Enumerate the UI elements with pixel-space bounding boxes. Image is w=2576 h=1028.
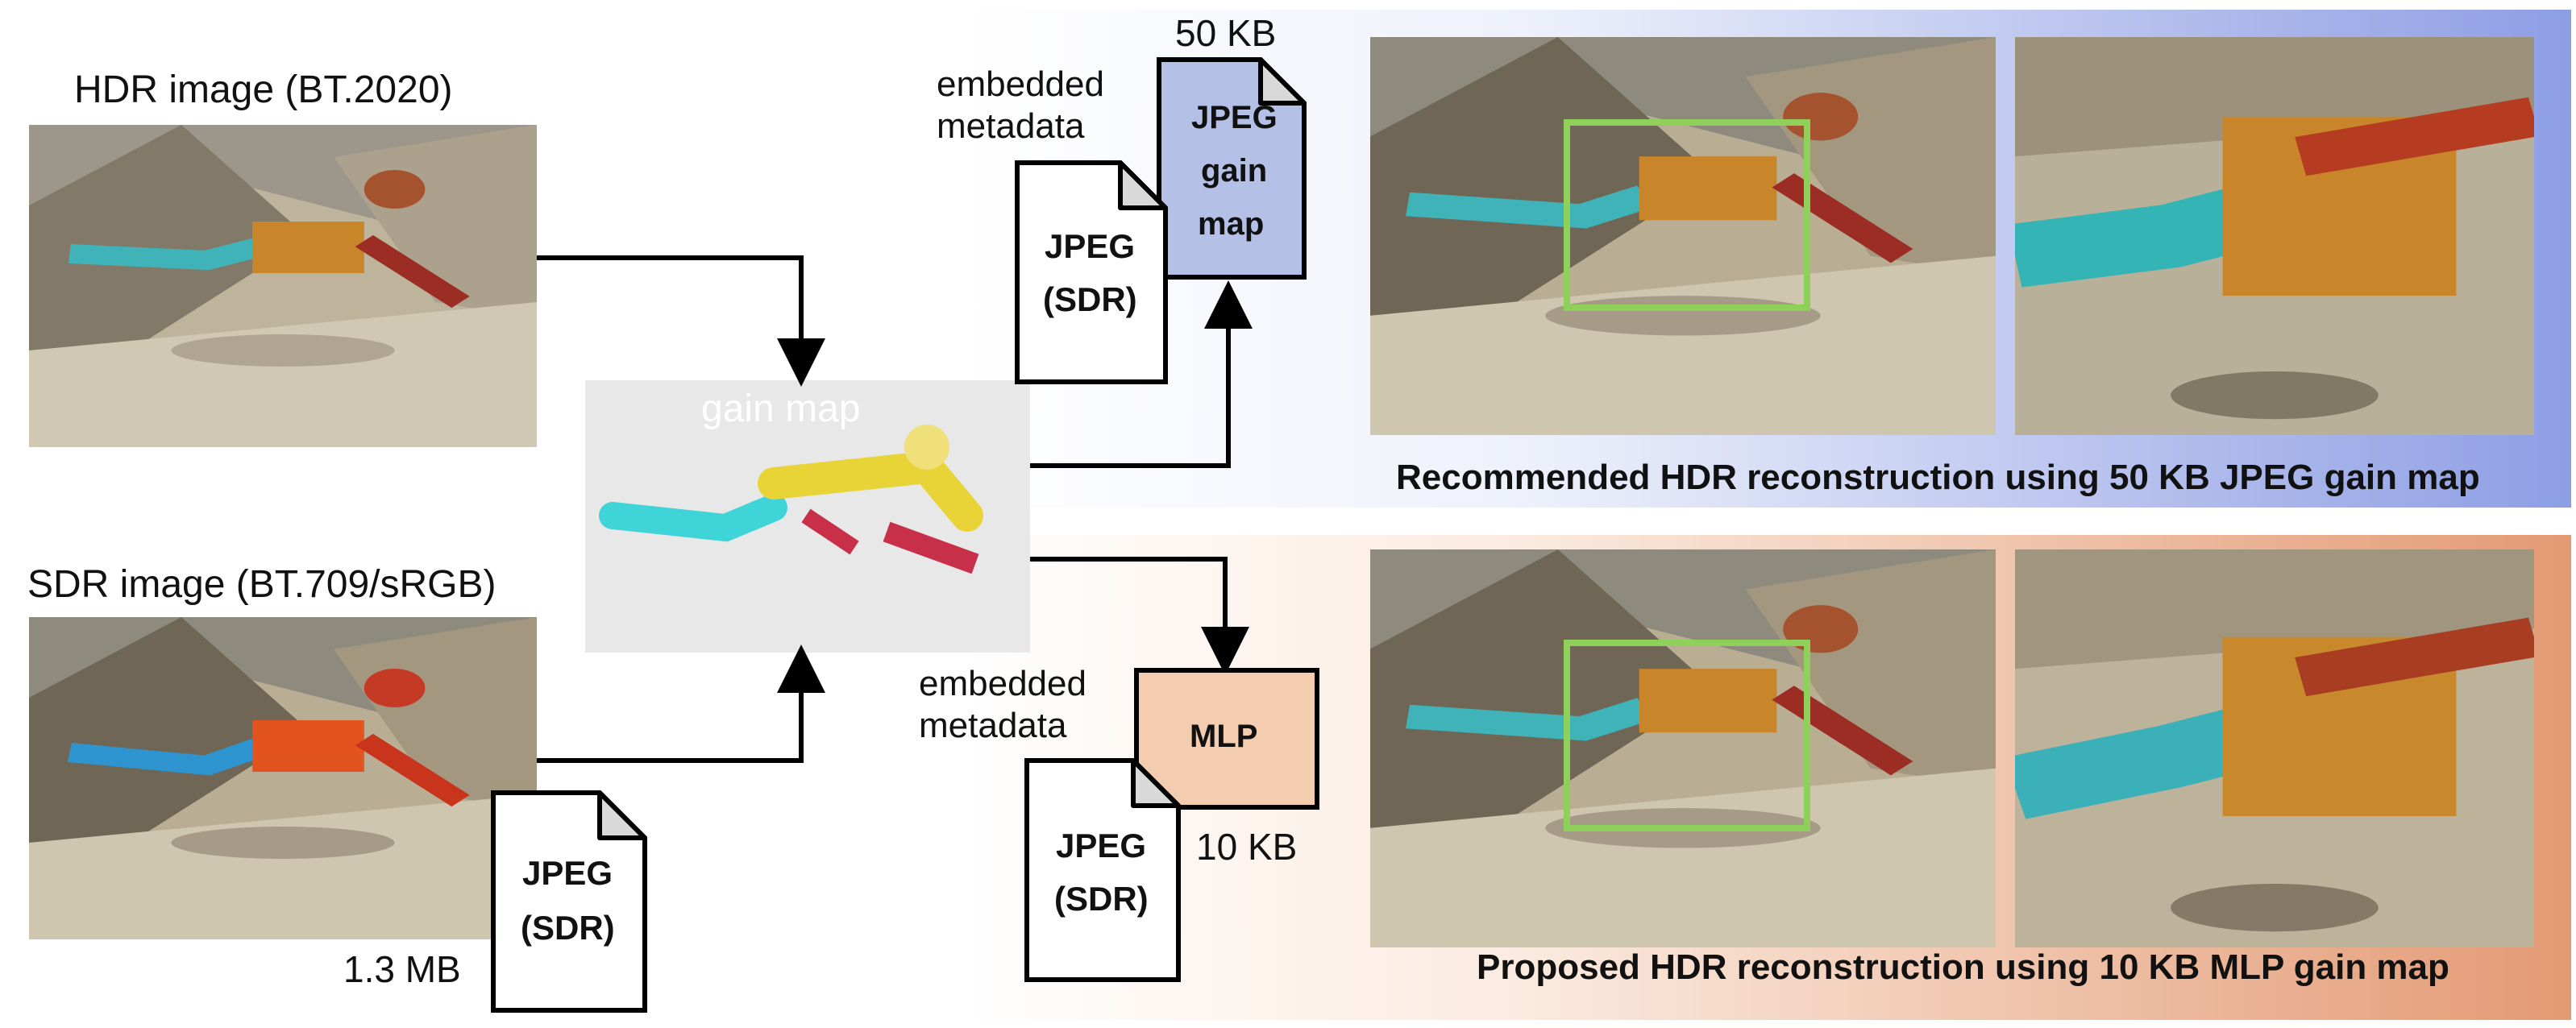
top-result-full-image — [1370, 37, 1996, 435]
top-gain-file-size: 50 KB — [1175, 12, 1277, 54]
sdr-image-label: SDR image (BT.709/sRGB) — [27, 563, 497, 606]
hdr-input-image — [29, 125, 537, 447]
connector-sdr-to-gainmap — [537, 645, 825, 763]
top-jpeg-sdr-line1: JPEG — [1045, 227, 1136, 265]
top-jpeg-sdr-file-icon — [1015, 160, 1168, 384]
top-gain-file-line3: map — [1198, 206, 1265, 242]
top-gain-file-line2: gain — [1201, 153, 1268, 189]
sdr-jpeg-line1: JPEG — [522, 854, 613, 892]
mlp-box — [1134, 668, 1319, 810]
gain-map-label: gain map — [701, 388, 861, 430]
connector-gainmap-to-mlp — [1030, 557, 1249, 675]
top-jpeg-sdr-line2: (SDR) — [1043, 280, 1137, 318]
top-caption: Recommended HDR reconstruction using 50 … — [1396, 458, 2480, 497]
top-gain-file-line1: JPEG — [1191, 100, 1278, 135]
bottom-jpeg-sdr-line1: JPEG — [1056, 827, 1147, 864]
mlp-label: MLP — [1190, 719, 1258, 754]
sdr-size-label: 1.3 MB — [343, 948, 461, 990]
sdr-jpeg-file-icon — [491, 790, 647, 1013]
bottom-metadata-label-line2: metadata — [919, 706, 1067, 745]
top-metadata-label-line2: metadata — [937, 106, 1085, 146]
bottom-result-full-image — [1370, 549, 1996, 947]
sdr-input-image — [29, 617, 537, 939]
bottom-jpeg-sdr-line2: (SDR) — [1054, 880, 1149, 918]
top-result-crop-image — [2015, 37, 2534, 435]
bottom-caption: Proposed HDR reconstruction using 10 KB … — [1477, 947, 2449, 987]
bottom-jpeg-sdr-file-icon — [1024, 758, 1181, 982]
hdr-image-label: HDR image (BT.2020) — [74, 68, 453, 111]
bottom-metadata-label-line1: embedded — [919, 664, 1086, 703]
connector-gainmap-to-jpeg-gain — [1030, 280, 1253, 468]
bottom-result-crop-image — [2015, 549, 2534, 947]
top-metadata-label-line1: embedded — [937, 64, 1104, 104]
sdr-jpeg-line2: (SDR) — [521, 909, 615, 947]
jpeg-gain-map-file-icon — [1157, 57, 1307, 280]
mlp-size-label: 10 KB — [1196, 826, 1298, 868]
gain-map-image — [585, 380, 1030, 653]
connector-hdr-to-gainmap — [537, 255, 825, 387]
